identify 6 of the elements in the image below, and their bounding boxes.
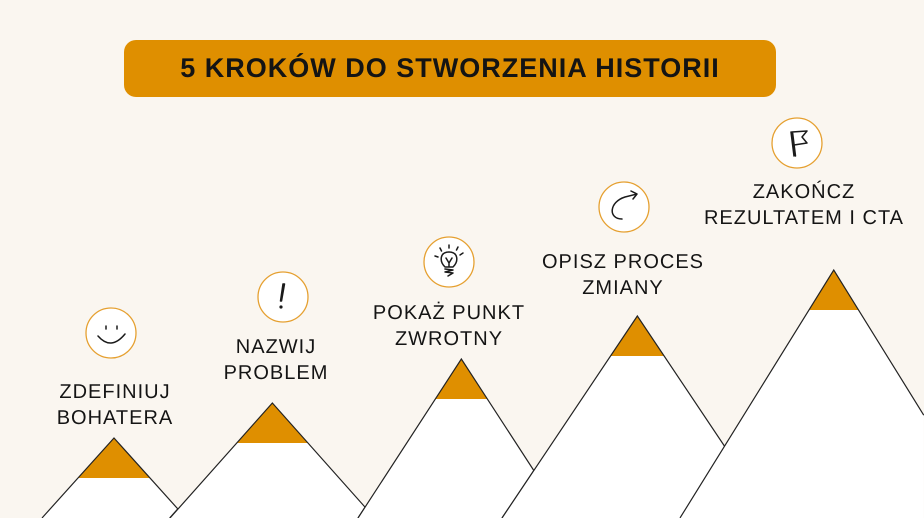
step-label: ZAKOŃCZ REZULTATEM I CTA xyxy=(704,181,904,229)
title-banner: 5 KROKÓW DO STWORZENIA HISTORII xyxy=(124,40,776,97)
step-label: ZDEFINIUJ BOHATERA xyxy=(56,381,174,429)
step-label: OPISZ PROCES ZMIANY xyxy=(542,251,704,299)
step-label: POKAŻ PUNKT ZWROTNY xyxy=(372,302,526,350)
step-label: NAZWIJ PROBLEM xyxy=(224,336,328,384)
